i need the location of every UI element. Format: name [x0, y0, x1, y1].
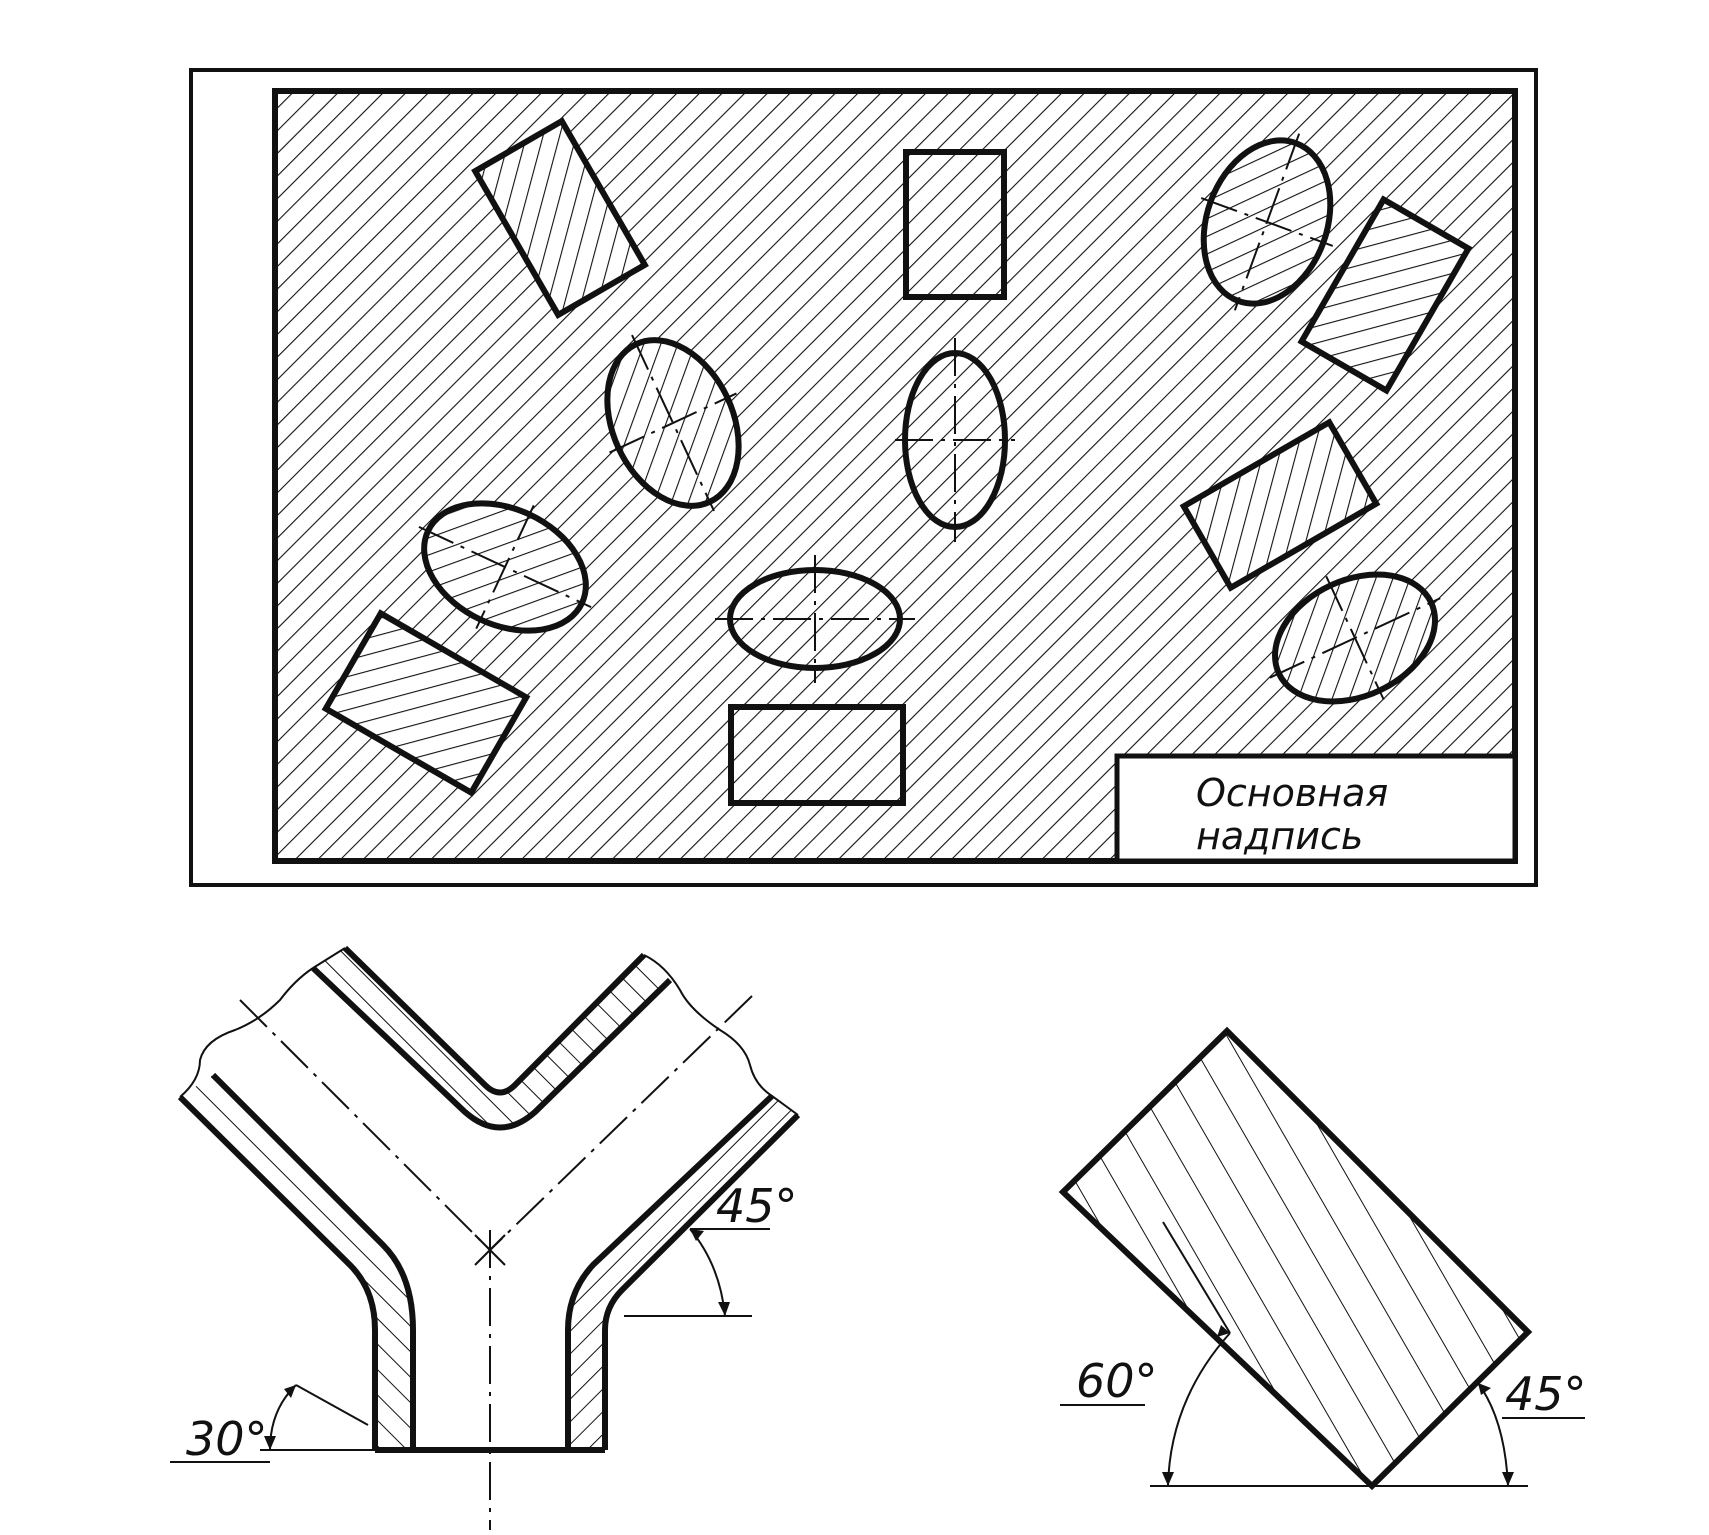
block-dimension-45: 45° — [1477, 1367, 1587, 1487]
block-hatched-section — [1058, 1026, 1533, 1491]
rectangle-top-center — [903, 149, 1007, 300]
ellipse-top-right — [1200, 133, 1334, 311]
y-tube-wall-inner-crotch — [310, 945, 673, 1131]
title-block-line2: надпись — [1196, 814, 1363, 858]
y-tube-angle-right-label: 45° — [716, 1179, 798, 1233]
y-tube-center-axis-right — [489, 995, 753, 1251]
sheet-shapes — [321, 117, 1473, 806]
sheet-drawing: Основная надпись — [189, 68, 1538, 887]
rectangle-bottom-center — [728, 704, 906, 806]
y-tube-angle-left-label: 30° — [186, 1412, 268, 1466]
block-part: 60° 45° — [1058, 1026, 1587, 1491]
y-tube-center-mark-b — [474, 1234, 506, 1266]
ellipse-bottom-right — [1269, 571, 1441, 705]
rotated-rectangle-bottom-left — [321, 609, 531, 797]
block-angle-right-label: 45° — [1505, 1367, 1587, 1421]
y-tube-break-line-left — [179, 967, 314, 1098]
y-tube-part: 45° 30° — [170, 945, 801, 1530]
y-tube-center-axis-left — [239, 999, 491, 1251]
y-tube-dimension-45: 45° — [624, 1179, 798, 1317]
y-tube-wall-left-branch — [177, 1072, 416, 1450]
y-tube-dimension-30: 30° — [170, 1384, 375, 1466]
rotated-rectangle-right-middle — [1179, 418, 1381, 592]
ellipse-center — [895, 338, 1015, 542]
ellipse-left-middle — [604, 334, 742, 512]
ellipse-bottom-center — [715, 555, 915, 683]
rotated-rectangle-top-left — [471, 117, 649, 319]
y-tube-wall-right-branch — [565, 1093, 801, 1450]
sheet-inner-frame — [272, 88, 1518, 864]
ellipse-lower-left — [418, 500, 592, 634]
title-block: Основная надпись — [1114, 753, 1518, 864]
y-tube-break-line-left-top — [312, 947, 346, 969]
sheet-outer-frame — [189, 68, 1538, 887]
title-block-line1: Основная — [1196, 771, 1388, 815]
rotated-rectangle-top-right — [1297, 195, 1473, 395]
block-angle-left-label: 60° — [1076, 1354, 1158, 1408]
y-tube-break-line-right — [643, 954, 799, 1116]
block-dimension-60: 60° — [1060, 1221, 1231, 1487]
